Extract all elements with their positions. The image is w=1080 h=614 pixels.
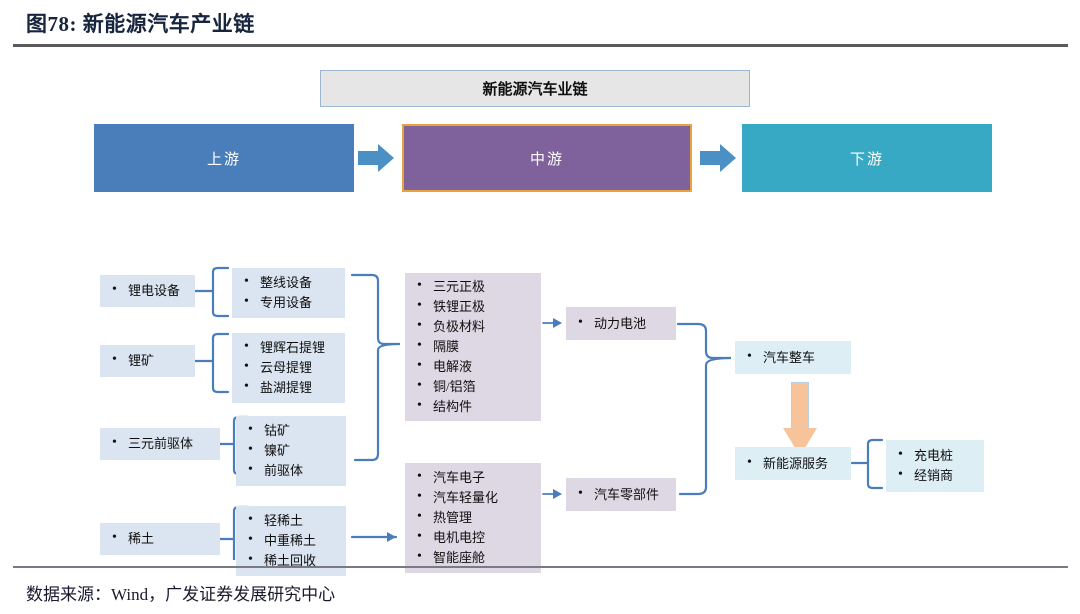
arrow-head — [720, 144, 736, 172]
list-item: 智能座舱 — [415, 547, 533, 568]
list-item: 结构件 — [415, 396, 533, 417]
node-label: 锂电设备 — [110, 280, 187, 301]
source-note: 数据来源：Wind，广发证券发展研究中心 — [26, 585, 336, 604]
node-label: 汽车整车 — [745, 347, 843, 368]
node-rare-earth[interactable]: 稀土 — [100, 523, 220, 555]
node-ternary-precursor-children[interactable]: 钴矿 镍矿 前驱体 — [236, 416, 346, 486]
node-rare-earth-children[interactable]: 轻稀土 中重稀土 稀土回收 — [236, 506, 346, 576]
list-item: 稀土回收 — [246, 550, 338, 571]
list-item: 充电桩 — [896, 445, 976, 466]
stage-bar-midstream: 中游 — [402, 124, 692, 192]
arrow-shaft — [791, 382, 809, 430]
stage-bar-upstream: 上游 — [94, 124, 354, 192]
arrow-shaft — [700, 151, 722, 165]
list-item: 盐湖提锂 — [242, 377, 337, 398]
source-divider — [13, 566, 1068, 568]
node-battery-materials[interactable]: 三元正极 铁锂正极 负极材料 隔膜 电解液 铜/铝箔 结构件 — [405, 273, 541, 421]
list-item: 专用设备 — [242, 292, 337, 313]
title-divider — [13, 44, 1068, 47]
stage-bar-downstream: 下游 — [742, 124, 992, 192]
list-item: 电解液 — [415, 356, 533, 377]
node-label: 三元前驱体 — [110, 433, 212, 454]
node-power-battery[interactable]: 动力电池 — [566, 307, 676, 340]
node-new-energy-service[interactable]: 新能源服务 — [735, 447, 851, 480]
list-item: 负极材料 — [415, 316, 533, 337]
node-auto-parts-inputs[interactable]: 汽车电子 汽车轻量化 热管理 电机电控 智能座舱 — [405, 463, 541, 573]
list-item: 隔膜 — [415, 336, 533, 357]
node-label: 锂矿 — [110, 350, 187, 371]
arrow-shaft — [358, 151, 380, 165]
page-title: 图78: 新能源汽车产业链 — [26, 12, 255, 36]
list-item: 轻稀土 — [246, 510, 338, 531]
list-item: 云母提锂 — [242, 357, 337, 378]
node-vehicle[interactable]: 汽车整车 — [735, 341, 851, 374]
node-lithium-mine[interactable]: 锂矿 — [100, 345, 195, 377]
list-item: 铜/铝箔 — [415, 376, 533, 397]
list-item: 镍矿 — [246, 440, 338, 461]
node-label: 稀土 — [110, 528, 212, 549]
list-item: 汽车轻量化 — [415, 487, 533, 508]
list-item: 三元正极 — [415, 276, 533, 297]
arrow-head — [378, 144, 394, 172]
node-label: 动力电池 — [576, 313, 668, 334]
arrow-upstream-to-midstream — [358, 144, 398, 172]
list-item: 中重稀土 — [246, 530, 338, 551]
node-auto-parts[interactable]: 汽车零部件 — [566, 478, 676, 511]
diagram-banner: 新能源汽车业链 — [320, 70, 750, 107]
node-new-energy-service-children[interactable]: 充电桩 经销商 — [886, 440, 984, 492]
list-item: 前驱体 — [246, 460, 338, 481]
list-item: 热管理 — [415, 507, 533, 528]
list-item: 汽车电子 — [415, 467, 533, 488]
list-item: 电机电控 — [415, 527, 533, 548]
list-item: 钴矿 — [246, 420, 338, 441]
diagram-canvas: 新能源汽车业链 上游 中游 下游 — [0, 50, 1080, 576]
arrow-midstream-to-downstream — [700, 144, 740, 172]
node-label: 汽车零部件 — [576, 484, 668, 505]
list-item: 整线设备 — [242, 272, 337, 293]
node-lithium-battery-equipment-children[interactable]: 整线设备 专用设备 — [232, 268, 345, 318]
list-item: 经销商 — [896, 465, 976, 486]
node-lithium-mine-children[interactable]: 锂辉石提锂 云母提锂 盐湖提锂 — [232, 333, 345, 403]
list-item: 铁锂正极 — [415, 296, 533, 317]
node-lithium-battery-equipment[interactable]: 锂电设备 — [100, 275, 195, 307]
arrow-vehicle-to-service — [783, 382, 817, 456]
list-item: 锂辉石提锂 — [242, 337, 337, 358]
node-ternary-precursor[interactable]: 三元前驱体 — [100, 428, 220, 460]
node-label: 新能源服务 — [745, 453, 843, 474]
